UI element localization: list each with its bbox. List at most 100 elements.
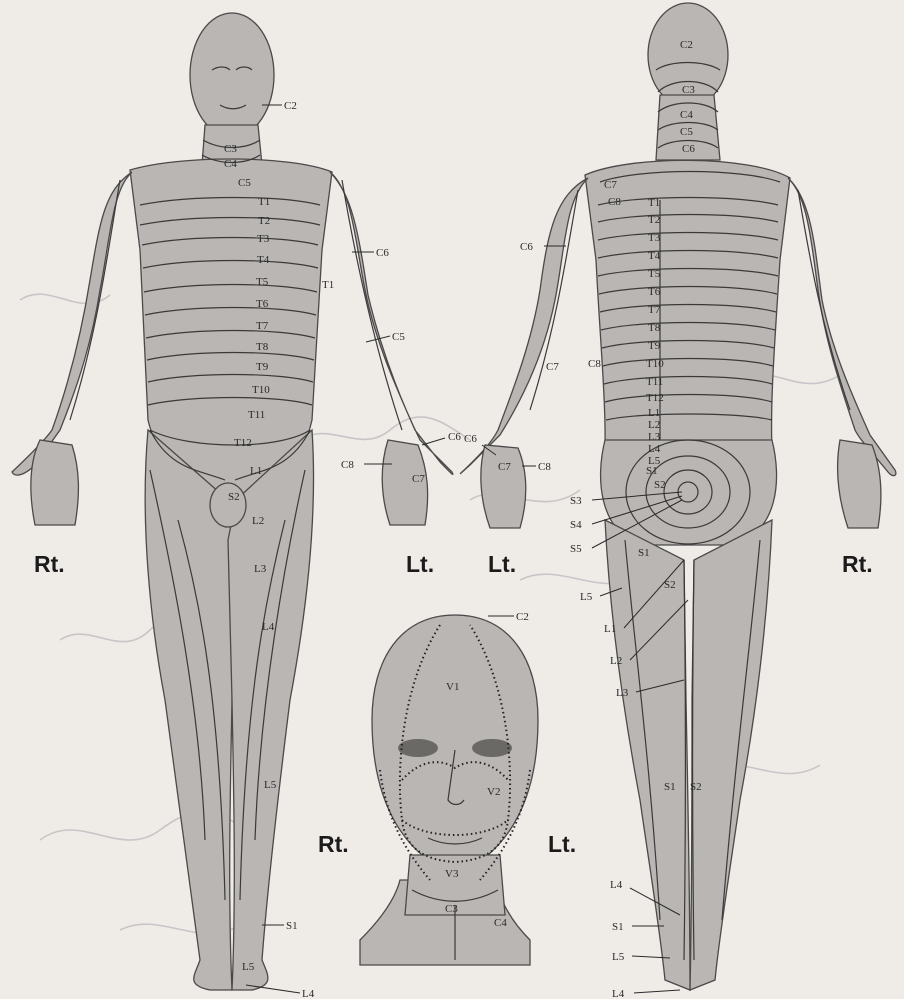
back-label-s3: S3 [570,495,582,507]
back-label-s2: S2 [654,479,666,491]
back-label-t9: T9 [648,340,661,352]
back-label-c8: C8 [608,196,621,208]
face-label-v3: V3 [445,868,459,880]
front-label-c6: C6 [376,247,389,259]
front-label-t2: T2 [258,215,270,227]
front-label-c3: C3 [224,143,237,155]
back-label-c8-arm: C8 [588,358,601,370]
back-label-c6: C6 [682,143,695,155]
back-left-hand [481,445,526,528]
back-label-c6-hand: C6 [464,433,477,445]
back-label-c8-hand: C8 [538,461,551,473]
back-label-c2: C2 [680,39,693,51]
back-label-t7: T7 [648,304,661,316]
back-left-arm [460,178,588,474]
back-label-l4: L4 [648,443,661,455]
back-label-l1-leg: L1 [604,623,616,635]
back-label-t8: T8 [648,322,661,334]
back-label-l4-foot: L4 [612,988,625,999]
back-label-t11: T11 [646,376,663,388]
back-label-s2-calf: S2 [690,781,702,793]
back-label-l2-leg: L2 [610,655,622,667]
back-label-s1: S1 [646,465,658,477]
front-label-c5: C5 [238,177,251,189]
front-label-t11: T11 [248,409,265,421]
face-label-c4: C4 [494,917,507,929]
side-label-back-right: Rt. [842,551,873,577]
side-label-front-left: Lt. [406,551,434,577]
back-label-t4: T4 [648,250,661,262]
back-label-t2: T2 [648,214,660,226]
side-label-face-right: Rt. [318,831,349,857]
front-label-c7-hand: C7 [412,473,425,485]
side-label-face-left: Lt. [548,831,576,857]
back-label-s1-calf: S1 [664,781,676,793]
face-label-c3: C3 [445,903,458,915]
front-label-t8: T8 [256,341,269,353]
front-label-s2: S2 [228,491,240,503]
face-left-eye [472,739,512,757]
back-label-c7-arm: C7 [546,361,559,373]
back-label-c4: C4 [680,109,693,121]
back-label-t10: T10 [646,358,664,370]
front-label-s1: S1 [286,920,298,932]
face-right-eye [398,739,438,757]
back-label-s1-buttock: S1 [638,547,650,559]
back-label-l4-ankle: L4 [610,879,623,891]
front-label-t9: T9 [256,361,269,373]
front-label-t1: T1 [258,196,270,208]
back-label-c3: C3 [682,84,695,96]
back-label-l3: L3 [648,431,661,443]
back-right-hand [838,440,881,528]
back-label-l5-leg: L5 [580,591,593,603]
back-label-c5: C5 [680,126,693,138]
back-label-c7-hand: C7 [498,461,511,473]
front-label-t5: T5 [256,276,269,288]
front-label-c6-hand: C6 [448,431,461,443]
back-label-l2: L2 [648,419,660,431]
front-label-t12: T12 [234,437,252,449]
back-label-t1: T1 [648,197,660,209]
back-right-leg [690,520,772,990]
back-label-l1: L1 [648,407,660,419]
back-label-t3: T3 [648,232,661,244]
back-label-s4: S4 [570,519,582,531]
front-label-t10: T10 [252,384,270,396]
back-label-c7: C7 [604,179,617,191]
front-label-c8-hand: C8 [341,459,354,471]
back-label-t6: T6 [648,286,661,298]
face-label-c2: C2 [516,611,529,623]
front-groin [210,483,246,527]
back-label-t5: T5 [648,268,661,280]
front-label-l4: L4 [262,621,275,633]
back-label-l5-ankle: L5 [612,951,625,963]
front-label-t6: T6 [256,298,269,310]
front-label-t3: T3 [257,233,270,245]
back-label-l3-leg: L3 [616,687,629,699]
face-head [372,615,538,875]
front-label-c2: C2 [284,100,297,112]
back-label-s5: S5 [570,543,582,555]
front-label-l3: L3 [254,563,267,575]
face-label-v1: V1 [446,681,459,693]
back-left-leg [605,520,690,990]
front-label-t4: T4 [257,254,270,266]
face-label-v2: V2 [487,786,500,798]
front-label-l2: L2 [252,515,264,527]
back-label-c6-arm: C6 [520,241,533,253]
front-label-l5: L5 [264,779,277,791]
front-label-l5-foot: L5 [242,961,255,973]
back-label-s1-ankle: S1 [612,921,624,933]
front-label-t1-arm: T1 [322,279,334,291]
side-label-back-left: Lt. [488,551,516,577]
front-label-c4: C4 [224,158,237,170]
back-label-t12: T12 [646,392,664,404]
front-head [190,13,274,137]
front-right-hand [31,440,79,525]
front-label-t7: T7 [256,320,269,332]
front-label-l4-foot: L4 [302,988,315,999]
side-label-front-right: Rt. [34,551,65,577]
front-label-l1: L1 [250,465,262,477]
front-label-c5-arm: C5 [392,331,405,343]
